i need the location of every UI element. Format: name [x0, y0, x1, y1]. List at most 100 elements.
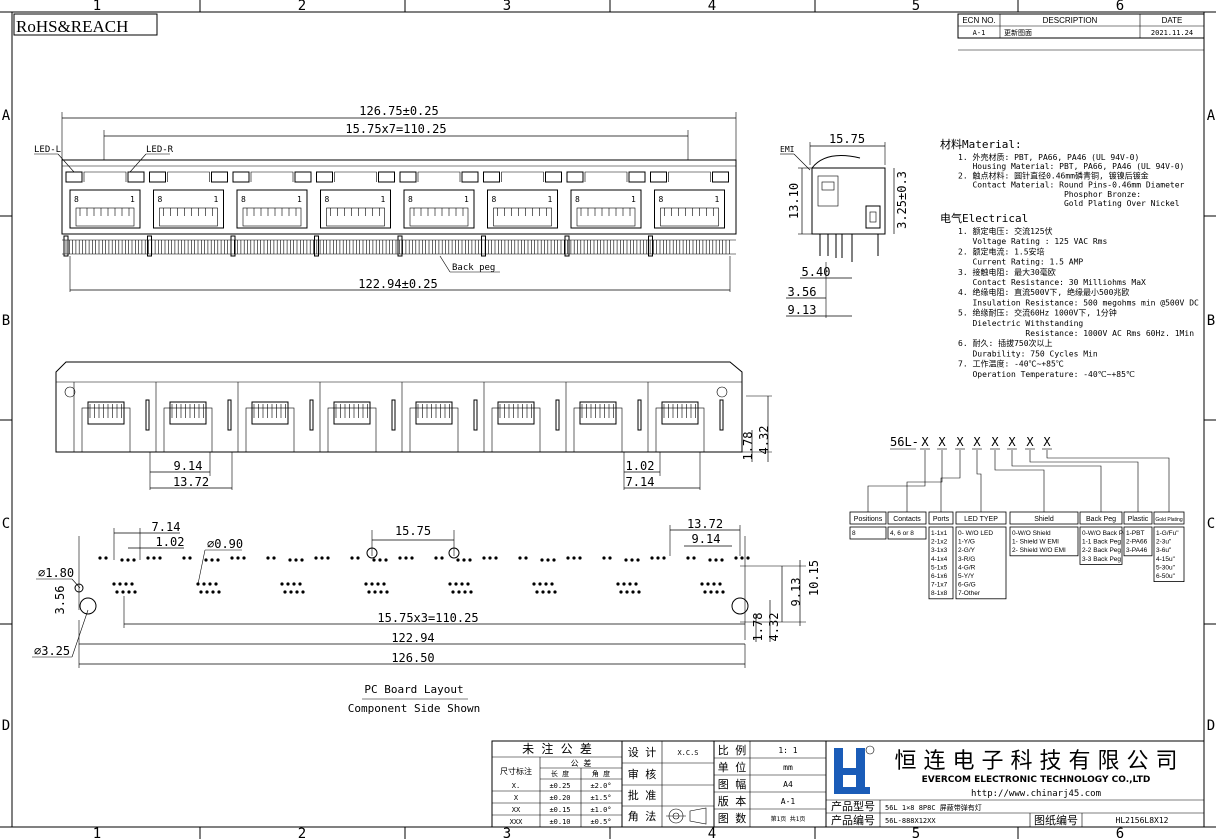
- rev-row-ecn: A-1: [973, 29, 986, 37]
- zone-row-d-left: D: [2, 718, 10, 734]
- code-column-header: Shield: [1034, 516, 1054, 523]
- pin-1-label: 1: [130, 195, 135, 204]
- code-option: 8-1x8: [931, 590, 948, 597]
- title-block: 未 注 公 差 尺寸标注 公 差 长 度 角 度 X.±0.25±2.0°X±0…: [491, 740, 1205, 828]
- pcb-dim-102: 1.02: [156, 535, 185, 549]
- code-position: X: [1007, 435, 1102, 512]
- pcb-port-footprint: [518, 556, 582, 594]
- zone-row-c-left: C: [2, 516, 10, 532]
- tb-model-val: 56L 1×8 8P8C 屏蔽带弹有灯: [885, 803, 982, 812]
- electrical-line: Durability: 750 Cycles Min: [958, 349, 1098, 358]
- pin-8-label: 8: [659, 195, 664, 204]
- zone-col-3-top: 3: [503, 0, 511, 14]
- electrical-line: Dielectric Withstanding: [958, 319, 1083, 328]
- code-position: X: [906, 435, 947, 512]
- code-option: 6-50u": [1156, 573, 1176, 580]
- bottom-port: [565, 382, 642, 453]
- pcb-port-footprint: [602, 556, 666, 594]
- side-dim-356: 3.56: [788, 285, 817, 299]
- tol-row: XXX±0.10±0.5°: [510, 818, 612, 826]
- compliance-box: [13, 13, 158, 36]
- tb-scale-key: 比 例: [718, 743, 747, 757]
- tb-projection: 角 法: [628, 809, 657, 823]
- pcb-hole-dia: ⌀0.90: [207, 537, 243, 551]
- pin-1-label: 1: [548, 195, 553, 204]
- front-base-dim: 122.94±0.25: [358, 277, 437, 291]
- side-height-dim: 13.10: [787, 183, 801, 219]
- tb-dwg-key: 图纸编号: [1034, 813, 1078, 827]
- zone-col-4-top: 4: [708, 0, 716, 14]
- tol-precision: X: [514, 794, 519, 802]
- electrical-line: 3. 接触电阻: 最大30毫欧: [958, 267, 1056, 277]
- pcb-dim-12650: 126.50: [391, 651, 434, 665]
- code-x: X: [1026, 435, 1034, 449]
- tol-angle: ±1.5°: [590, 794, 611, 802]
- tol-precision: XXX: [510, 818, 523, 826]
- pcb-mount-dia: ⌀3.25: [34, 644, 70, 658]
- code-option: 3-R/G: [958, 556, 975, 563]
- zone-col-6-top: 6: [1116, 0, 1124, 14]
- pcb-port-footprint: [182, 556, 246, 594]
- tol-precision: X.: [512, 782, 520, 790]
- tol-angle: ±0.5°: [590, 818, 611, 826]
- code-option: 2- Shield W/O EMI: [1012, 547, 1066, 554]
- front-view: 126.75±0.25 15.75x7=110.25 LED-L LED-R 8…: [34, 104, 737, 292]
- tol-col-angle: 角 度: [592, 769, 610, 778]
- electrical-line: 6. 耐久: 插拔750次以上: [958, 338, 1053, 348]
- pcb-vdim-913: 9.13: [789, 578, 803, 607]
- bottom-port: [319, 382, 396, 453]
- code-column-header: Contacts: [893, 516, 921, 523]
- tol-title: 未 注 公 差: [522, 741, 592, 756]
- electrical-line: 5. 绝缘耐压: 交流60Hz 1000V下, 1分钟: [958, 308, 1117, 318]
- tb-scale-val: 1: 1: [778, 746, 797, 755]
- zone-col-3-bottom: 3: [503, 826, 511, 839]
- pin-8-label: 8: [492, 195, 497, 204]
- code-option: 0-W/O Shield: [1012, 530, 1051, 537]
- electrical-line: Operation Temperature: -40℃~+85℃: [958, 370, 1135, 379]
- tol-length: ±0.20: [549, 794, 570, 802]
- tb-pages-key: 图 数: [718, 812, 747, 825]
- electrical-line: Resistance: 1000V AC Rms 60Hz. 1Min: [958, 329, 1194, 338]
- tb-pages-val: 第1页 共1页: [771, 815, 806, 823]
- code-option: 4-G/R: [958, 564, 976, 571]
- pcb-dim-1575: 15.75: [395, 524, 431, 538]
- tol-row: X ±0.20 ±1.5°: [514, 794, 612, 802]
- led-l-label: LED-L: [34, 145, 61, 155]
- code-column-header: Ports: [933, 516, 950, 523]
- tb-size-key: 图 幅: [718, 778, 747, 791]
- code-x: X: [956, 435, 964, 449]
- code-column: Gold Plating1-G/Fu"2-3u"3-6u"4-15u"5-30u…: [1153, 511, 1185, 582]
- zone-row-b-left: B: [2, 313, 10, 329]
- code-column: Ports1-1x12-1x23-1x34-1x45-1x56-1x67-1x7…: [928, 511, 954, 600]
- bottom-dim-714: 7.14: [626, 475, 655, 489]
- electrical-title: 电气Electrical: [940, 211, 1028, 225]
- tol-precision: XX: [512, 806, 521, 814]
- side-dim-913: 9.13: [788, 303, 817, 317]
- rev-header-ecn: ECN NO.: [962, 16, 995, 25]
- zone-col-2-bottom: 2: [298, 826, 306, 839]
- tol-angle: ±2.0°: [590, 782, 611, 790]
- zone-col-5-top: 5: [912, 0, 920, 14]
- pin-1-label: 1: [297, 195, 302, 204]
- pcb-dim-914: 9.14: [692, 532, 721, 546]
- material-title: 材料Material:: [940, 137, 1022, 151]
- pcb-peg-dia: ⌀1.80: [38, 566, 74, 580]
- rev-header-date: DATE: [1162, 16, 1183, 25]
- code-option: 3-1x3: [931, 547, 948, 554]
- company-url: http://www.chinarj45.com: [971, 789, 1101, 799]
- pcb-caption-1: PC Board Layout: [364, 683, 463, 696]
- material-line: Phosphor Bronze:: [958, 190, 1141, 199]
- front-pitch-dim: 15.75x7=110.25: [345, 122, 446, 136]
- electrical-line: 7. 工作温度: -40℃~+85℃: [958, 359, 1064, 369]
- bottom-dim-432: 4.32: [757, 426, 771, 455]
- specification-notes: 材料Material: 1. 外壳材质: PBT, PA66, PA46 (UL…: [940, 137, 1199, 379]
- electrical-line: 1. 额定电压: 交流125伏: [958, 226, 1053, 236]
- pcb-vdim-178: 1.78: [751, 613, 765, 642]
- code-position: X: [867, 435, 930, 512]
